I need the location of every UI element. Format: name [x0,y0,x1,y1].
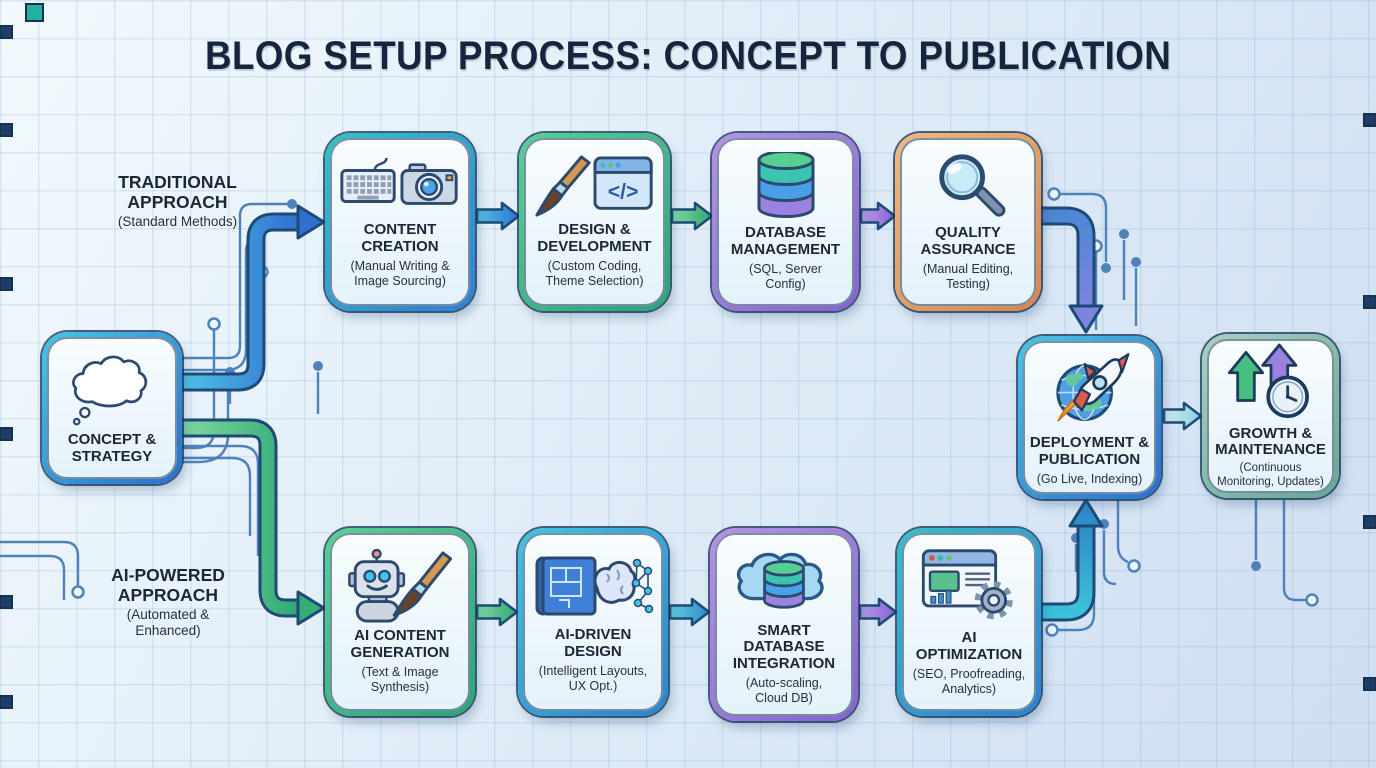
step-subtitle: (Auto-scaling, Cloud DB) [745,675,823,705]
step-title: AI CONTENT GENERATION [350,627,450,662]
growth-arrows-clock-icon [1221,343,1321,421]
node-ai-driven-design: AI-DRIVEN DESIGN (Intelligent Layouts, U… [518,528,668,716]
step-title: DESIGN & DEVELOPMENT [537,221,652,256]
ai-label-sub: (Automated & Enhanced) [126,607,210,639]
step-title: GROWTH & MAINTENANCE [1215,424,1326,459]
keyboard-camera-icon [338,155,462,217]
step-subtitle: (Continuous Monitoring, Updates) [1217,462,1324,488]
node-concept-strategy: CONCEPT & STRATEGY [42,332,182,484]
step-title: AI-DRIVEN DESIGN [554,626,632,661]
step-subtitle: (Go Live, Indexing) [1036,471,1143,486]
step-title: CONCEPT & STRATEGY [67,430,157,465]
step-subtitle: (Text & Image Synthesis) [361,665,439,694]
paintbrush-code-icon: </> [533,155,657,217]
thought-cloud-icon [66,351,158,427]
ai-approach-label: AI-POWERED APPROACH (Automated & Enhance… [73,565,263,640]
page-title: BLOG SETUP PROCESS: CONCEPT TO PUBLICATI… [204,34,1172,78]
node-ai-optimization: AI OPTIMIZATION (SEO, Proofreading, Anal… [897,528,1041,716]
rocket-globe-icon [1038,348,1142,430]
traditional-label-title: TRADITIONAL APPROACH [118,172,237,213]
step-title: DATABASE MANAGEMENT [730,224,841,259]
step-title: QUALITY ASSURANCE [920,224,1016,259]
cloud-database-icon [729,544,839,618]
ai-label-title: AI-POWERED APPROACH [111,565,225,606]
browser-gear-icon [913,547,1025,625]
traditional-approach-label: TRADITIONAL APPROACH (Standard Methods) [80,172,275,230]
step-subtitle: (SQL, Server Config) [749,262,822,291]
node-ai-content-generation: AI CONTENT GENERATION (Text & Image Synt… [325,528,475,716]
code-glyph: </> [607,180,638,204]
node-growth-maintenance: GROWTH & MAINTENANCE (Continuous Monitor… [1202,334,1339,498]
node-smart-database-integration: SMART DATABASE INTEGRATION (Auto-scaling… [710,528,858,721]
step-subtitle: (Custom Coding, Theme Selection) [545,259,644,288]
step-subtitle: (Intelligent Layouts, UX Opt.) [538,664,648,693]
step-subtitle: (Manual Writing & Image Sourcing) [350,259,450,288]
node-deployment-publication: DEPLOYMENT & PUBLICATION (Go Live, Index… [1018,336,1161,499]
node-database-management: DATABASE MANAGEMENT (SQL, Server Config) [712,133,859,311]
step-subtitle: (Manual Editing, Testing) [922,262,1014,291]
magnifier-icon [926,152,1010,220]
node-content-creation: CONTENT CREATION (Manual Writing & Image… [325,133,475,311]
node-quality-assurance: QUALITY ASSURANCE (Manual Editing, Testi… [895,133,1041,311]
blueprint-brain-icon [531,550,655,622]
robot-paintbrush-icon [340,549,460,623]
traditional-label-sub: (Standard Methods) [117,214,238,230]
step-title: SMART DATABASE INTEGRATION [732,621,836,673]
step-subtitle: (SEO, Proofreading, Analytics) [912,667,1026,696]
step-title: DEPLOYMENT & PUBLICATION [1029,434,1150,469]
database-icon [740,152,832,220]
step-title: AI OPTIMIZATION [915,629,1023,664]
step-title: CONTENT CREATION [361,221,439,256]
node-design-development: </> DESIGN & DEVELOPMENT (Custom Coding,… [519,133,670,311]
